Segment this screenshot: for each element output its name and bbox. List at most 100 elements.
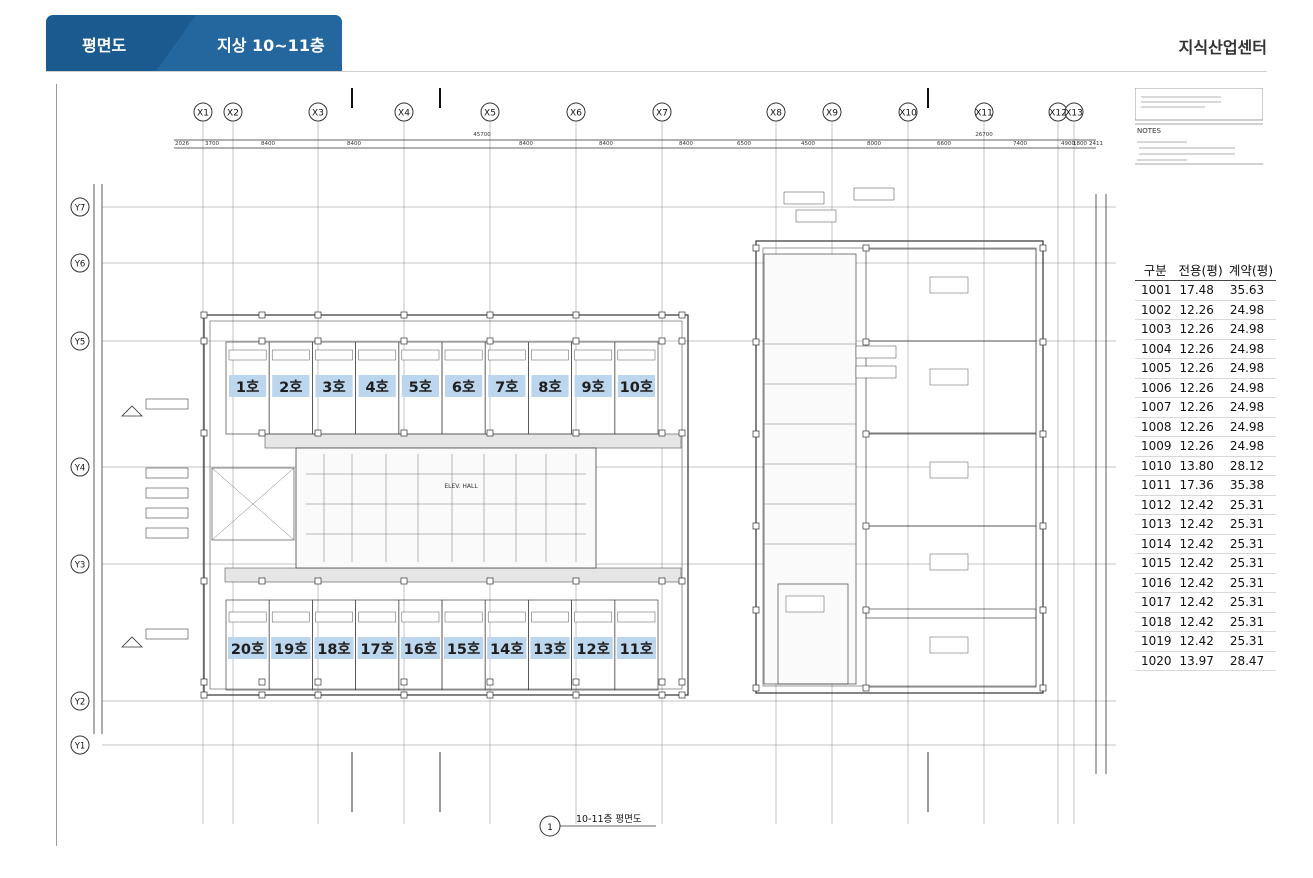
unit-label-south: 18호 (317, 641, 351, 658)
rnd-room (865, 340, 1037, 434)
unit-number: 1014 (1135, 534, 1176, 554)
structural-column (200, 429, 208, 437)
structural-column (314, 429, 322, 437)
structural-column (258, 577, 266, 585)
unit-tag (617, 611, 656, 623)
unit-number: 1007 (1135, 397, 1176, 418)
grid-column-label: X6 (570, 109, 582, 119)
structural-column (314, 691, 322, 699)
rnd-tag (929, 636, 969, 654)
tab-floor-10-11-label: 지상 10~11층 (217, 36, 325, 55)
unit-label-south: 14호 (490, 641, 524, 658)
unit-label-north: 1호 (236, 379, 259, 396)
grid-row-label: Y7 (74, 204, 86, 214)
unit-tag (444, 611, 483, 623)
structural-column (572, 678, 580, 686)
unit-number: 1018 (1135, 612, 1176, 632)
dimension-value: 8400 (599, 141, 613, 147)
structural-column (862, 684, 870, 692)
rnd-room-small (777, 583, 849, 685)
structural-column (400, 311, 408, 319)
unit-number: 1003 (1135, 319, 1176, 340)
structural-column (678, 678, 686, 686)
grid-row-label: Y6 (74, 260, 86, 270)
unit-number: 1015 (1135, 553, 1176, 574)
callout-box (853, 187, 895, 201)
structural-column (314, 311, 322, 319)
structural-column (1039, 430, 1047, 438)
unit-label-highlight (357, 637, 397, 659)
grid-bubble (223, 102, 243, 122)
structural-column (314, 337, 322, 345)
unit-tag (401, 349, 440, 361)
structural-column (314, 678, 322, 686)
unit-tag (271, 349, 310, 361)
unit-label-north: 10호 (620, 379, 654, 396)
callout-box (783, 191, 825, 205)
structural-column (752, 522, 760, 530)
structural-column (752, 338, 760, 346)
unit-label-highlight (488, 375, 526, 397)
contract-area: 35.63 (1225, 280, 1277, 301)
tab-floor-plan[interactable]: 평면도 (46, 15, 196, 71)
structural-column (486, 337, 494, 345)
exclusive-area: 12.42 (1175, 592, 1226, 613)
structural-column (400, 429, 408, 437)
exclusive-area: 12.42 (1175, 514, 1226, 535)
unit-tag (444, 349, 483, 361)
unit-number: 1019 (1135, 631, 1176, 652)
structural-column (862, 606, 870, 614)
structural-column (862, 430, 870, 438)
tab-floor-plan-label: 평면도 (82, 36, 127, 55)
notes-box: NOTES (1135, 88, 1263, 165)
structural-column (678, 691, 686, 699)
unit-tag (358, 349, 397, 361)
elevator-hall-label: ELEV. HALL (444, 483, 478, 490)
unit-label-north: 7호 (495, 379, 518, 396)
structural-column (314, 577, 322, 585)
unit-label-north: 3호 (322, 379, 345, 396)
unit-label-south: 15호 (447, 641, 481, 658)
callout-box (145, 398, 189, 410)
structural-column (258, 691, 266, 699)
dimension-value: 2026 (175, 141, 189, 147)
contract-area: 35.38 (1225, 475, 1277, 496)
grid-bubble (652, 102, 672, 122)
structural-column (572, 311, 580, 319)
structural-column (752, 430, 760, 438)
callout-box (145, 628, 189, 640)
unit-label-north: 2호 (279, 379, 302, 396)
rnd-tag (929, 553, 969, 571)
dimension-value: 1800 (1073, 141, 1087, 147)
left-building-inner (209, 320, 683, 690)
contract-area: 28.12 (1225, 456, 1277, 476)
dimension-value: 4500 (801, 141, 815, 147)
unit-label-south: 16호 (404, 641, 438, 658)
unit-label-highlight (487, 637, 527, 659)
exclusive-area: 12.26 (1175, 358, 1226, 379)
unit-tag (487, 349, 526, 361)
unit-label-highlight (358, 375, 396, 397)
structural-column (678, 311, 686, 319)
grid-bubble (70, 331, 90, 351)
unit-label-highlight (400, 637, 440, 659)
unit-number: 1011 (1135, 475, 1176, 496)
exclusive-area: 12.42 (1175, 573, 1226, 593)
unit-tag (358, 611, 397, 623)
dimension-value: 2411 (1089, 141, 1103, 147)
unit-label-highlight (445, 375, 483, 397)
structural-column (258, 337, 266, 345)
unit-label-north: 8호 (538, 379, 561, 396)
grid-bubble (70, 691, 90, 711)
